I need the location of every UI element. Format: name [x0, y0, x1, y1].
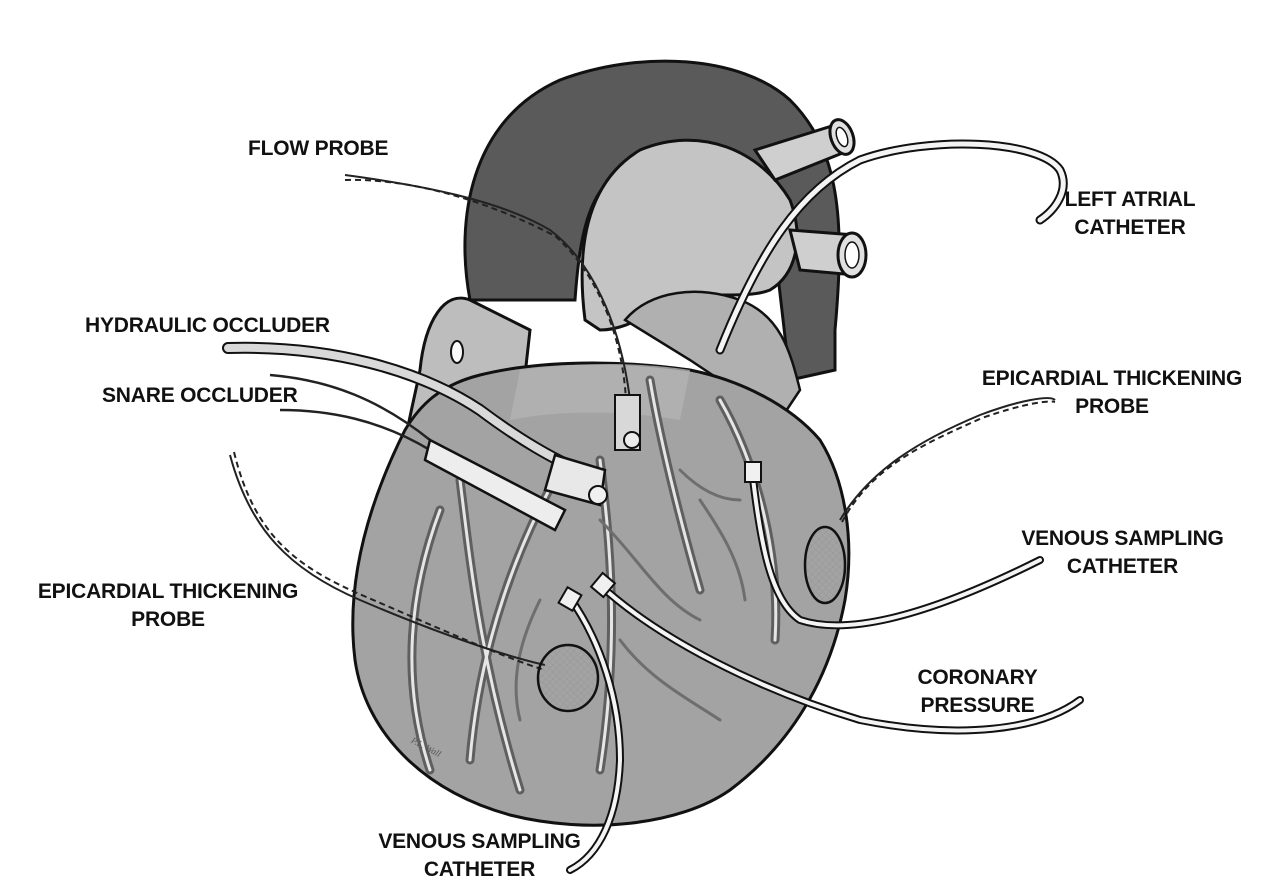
- venous-catheter-right-tip: [745, 462, 761, 482]
- ventricle-base-band: [510, 364, 690, 420]
- label-snare-occluder: SNARE OCCLUDER: [102, 382, 298, 410]
- label-coronary-pressure: CORONARY PRESSURE: [900, 664, 1055, 720]
- label-epicardial-thickening-probe-right: EPICARDIAL THICKENING PROBE: [952, 365, 1272, 421]
- label-epicardial-thickening-probe-left: EPICARDIAL THICKENING PROBE: [8, 578, 328, 634]
- flow-probe-head: [624, 432, 640, 448]
- label-hydraulic-occluder: HYDRAULIC OCCLUDER: [85, 312, 330, 340]
- label-venous-sampling-catheter-bottom: VENOUS SAMPLING CATHETER: [352, 828, 607, 884]
- label-flow-probe: FLOW PROBE: [248, 135, 388, 163]
- atrial-marker: [451, 341, 463, 363]
- hydraulic-occluder-ring: [589, 486, 607, 504]
- epicardial-probe-right-crystal: [805, 527, 845, 603]
- epicardial-probe-left-crystal: [538, 645, 598, 711]
- label-left-atrial-catheter: LEFT ATRIAL CATHETER: [1035, 186, 1225, 242]
- label-venous-sampling-catheter-right: VENOUS SAMPLING CATHETER: [995, 525, 1250, 581]
